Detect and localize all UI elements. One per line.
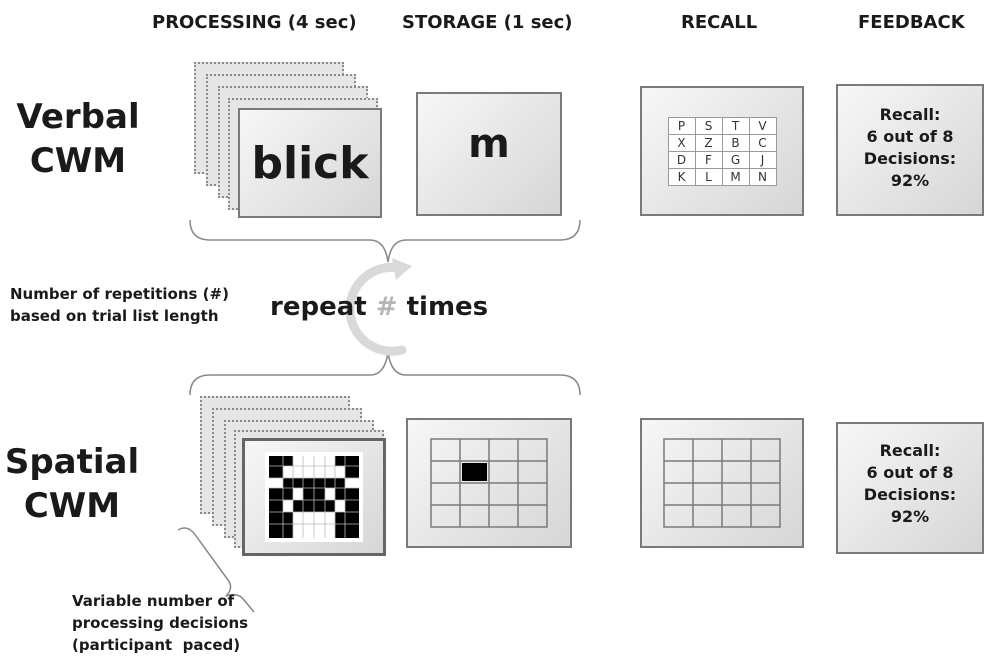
verbal-label-line2: CWM xyxy=(29,141,127,181)
decisions-note: Variable number of processing decisions … xyxy=(72,590,248,656)
symmetry-pattern xyxy=(265,452,363,542)
verbal-processing-panel: blick xyxy=(238,108,382,218)
decisions-brace xyxy=(177,527,255,613)
feedback-decisions-score: 92% xyxy=(890,507,930,526)
verbal-feedback-panel: Recall: 6 out of 8 Decisions: 92% xyxy=(836,84,984,216)
repeat-word: repeat xyxy=(270,292,367,322)
header-feedback: FEEDBACK xyxy=(858,12,965,33)
letter-cell: K xyxy=(667,167,696,186)
times-word: times xyxy=(406,292,489,322)
letter-cell: J xyxy=(748,150,777,169)
feedback-decisions-score: 92% xyxy=(890,171,930,190)
storage-letter: m xyxy=(468,121,510,167)
storage-grid xyxy=(430,438,548,528)
processing-word: blick xyxy=(251,137,369,189)
spatial-label-line1: Spatial xyxy=(4,442,140,482)
highlighted-cell xyxy=(462,463,487,481)
header-processing: PROCESSING (4 sec) xyxy=(152,12,357,33)
feedback-recall-score: 6 out of 8 xyxy=(866,463,954,482)
loop-arrow-icon xyxy=(345,262,407,356)
recall-grid xyxy=(663,438,781,528)
verbal-label-line1: Verbal xyxy=(16,97,140,137)
lower-brace xyxy=(189,351,581,396)
repeat-text: repeat # times xyxy=(270,292,488,322)
feedback-decisions-label: Decisions: xyxy=(863,485,957,504)
upper-brace xyxy=(189,219,581,263)
spatial-storage-panel xyxy=(406,418,572,548)
feedback-recall-label: Recall: xyxy=(879,105,941,124)
repetition-note-line2: based on trial list length xyxy=(10,307,219,325)
verbal-cwm-label: Verbal CWM xyxy=(8,95,148,183)
feedback-recall-label: Recall: xyxy=(879,441,941,460)
repetition-note-line1: Number of repetitions (#) xyxy=(10,285,229,303)
spatial-cwm-label: Spatial CWM xyxy=(0,440,144,528)
header-recall: RECALL xyxy=(681,12,758,33)
spatial-label-line2: CWM xyxy=(23,486,121,526)
decisions-note-line2: processing decisions xyxy=(72,614,249,632)
letter-cell: N xyxy=(748,167,777,186)
decisions-note-line1: Variable number of xyxy=(72,592,235,610)
verbal-storage-panel: m xyxy=(416,92,562,216)
decisions-note-line3: (participant paced) xyxy=(72,636,241,654)
spatial-recall-panel xyxy=(640,418,804,548)
spatial-processing-panel xyxy=(242,438,386,556)
spatial-feedback-panel: Recall: 6 out of 8 Decisions: 92% xyxy=(836,422,984,554)
header-storage: STORAGE (1 sec) xyxy=(402,12,573,33)
repetition-note: Number of repetitions (#) based on trial… xyxy=(10,283,229,327)
feedback-decisions-label: Decisions: xyxy=(863,149,957,168)
repeat-count-symbol: # xyxy=(375,292,398,322)
feedback-recall-score: 6 out of 8 xyxy=(866,127,954,146)
loop-arrowhead-icon xyxy=(392,258,412,280)
